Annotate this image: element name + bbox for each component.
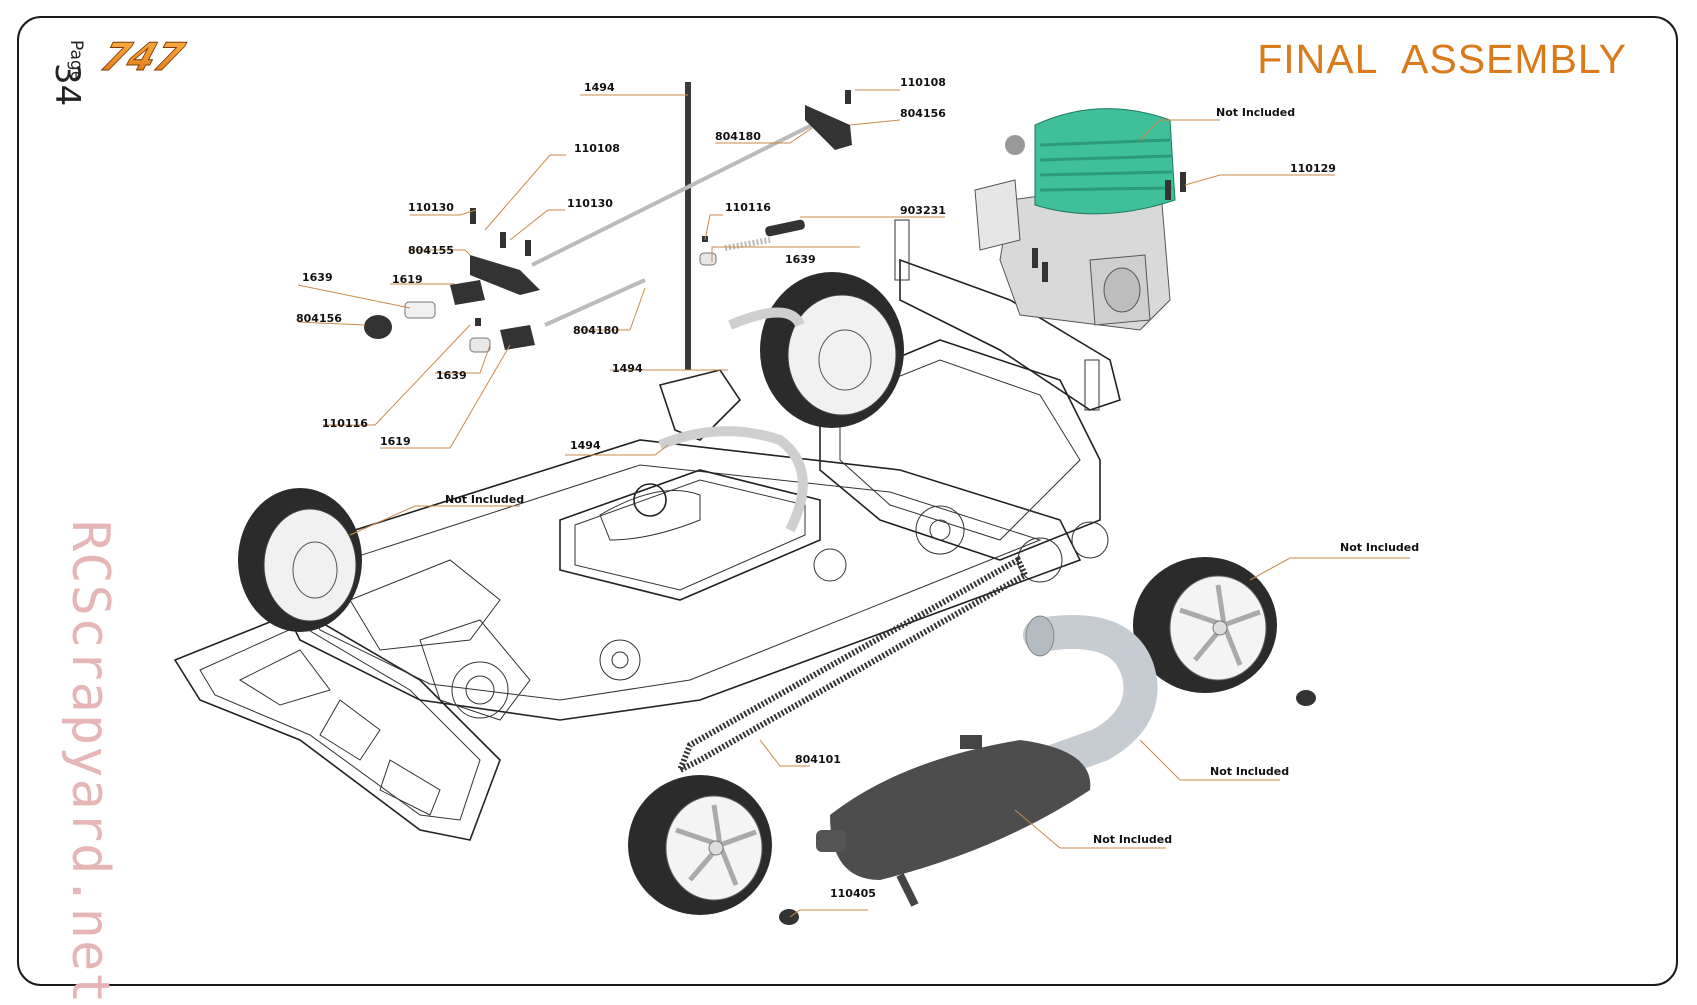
wheel-front-left <box>238 488 362 632</box>
wheel-rear-left <box>760 272 904 428</box>
engine <box>974 108 1186 331</box>
label-110116-lower: 110116 <box>322 417 368 430</box>
label-110116-top: 110116 <box>725 201 771 214</box>
fuel-line-lower <box>658 426 808 533</box>
wheel-nut-front <box>779 909 799 925</box>
label-1619-lower: 1619 <box>380 435 411 448</box>
label-804180-top: 804180 <box>715 130 761 143</box>
antenna-tube <box>685 82 691 370</box>
label-1639-lower: 1639 <box>436 369 467 382</box>
label-110405: 110405 <box>830 887 876 900</box>
chassis-drawing <box>173 219 1121 841</box>
wheel-rear-right-loose <box>1133 557 1277 693</box>
label-804101: 804101 <box>795 753 841 766</box>
brand-logo: 747 <box>95 38 190 78</box>
wheel-nut-rear <box>1296 690 1316 706</box>
label-not-included-engine: Not Included <box>1216 106 1295 119</box>
label-1494-antenna: 1494 <box>584 81 615 94</box>
part-labels: 1494 110108 804156 110108 804180 Not Inc… <box>296 76 1419 900</box>
label-903231: 903231 <box>900 204 946 217</box>
throttle-rod-upper <box>531 123 813 267</box>
label-804156-top: 804156 <box>900 107 946 120</box>
label-110108-left: 110108 <box>574 142 620 155</box>
label-110130-left: 110130 <box>408 201 454 214</box>
label-not-included-front-wheel: Not Included <box>445 493 524 506</box>
label-1494-lower: 1494 <box>570 439 601 452</box>
label-110108-top: 110108 <box>900 76 946 89</box>
label-804180-lower: 804180 <box>573 324 619 337</box>
exhaust-pipe <box>816 615 1158 907</box>
throttle-rod-lower <box>544 278 646 327</box>
label-110130-right: 110130 <box>567 197 613 210</box>
linkage-parts <box>364 90 852 353</box>
leader-lines <box>297 89 1410 918</box>
label-804156-left: 804156 <box>296 312 342 325</box>
drive-belt <box>674 555 1029 777</box>
fuel-line <box>728 307 805 330</box>
page-title: FINAL ASSEMBLY <box>1257 36 1627 82</box>
label-not-included-pipe: Not Included <box>1210 765 1289 778</box>
wheel-front-right-loose <box>628 775 772 915</box>
logo-text: 747 <box>95 38 189 78</box>
label-1639-right: 1639 <box>785 253 816 266</box>
label-804155: 804155 <box>408 244 454 257</box>
label-1619-top: 1619 <box>392 273 423 286</box>
label-not-included-rear-wheel: Not Included <box>1340 541 1419 554</box>
label-1639-left: 1639 <box>302 271 333 284</box>
label-1494-middle: 1494 <box>612 362 643 375</box>
label-110129: 110129 <box>1290 162 1336 175</box>
label-not-included-exhaust: Not Included <box>1093 833 1172 846</box>
